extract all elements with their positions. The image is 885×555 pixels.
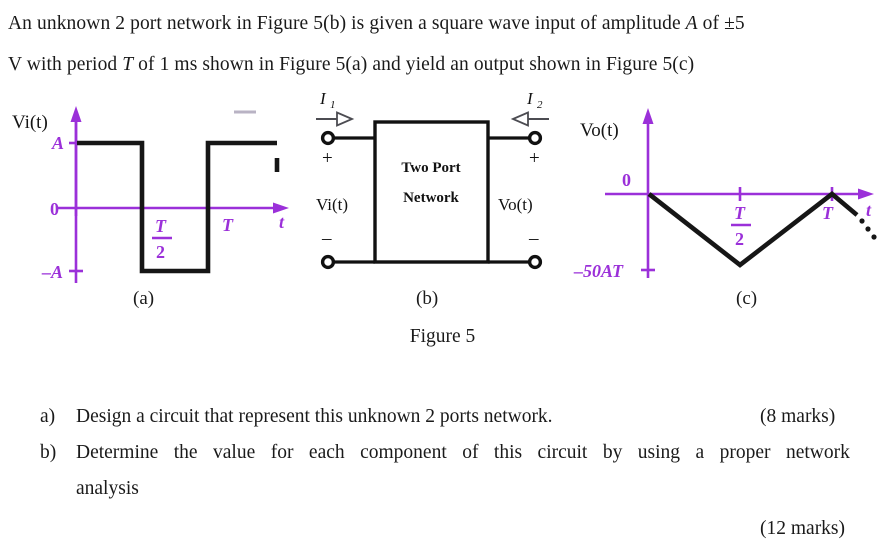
subfigure-caption-b: (b) xyxy=(416,288,439,309)
figure-c-continuation-dot-2 xyxy=(865,226,871,232)
figure-5-caption: Figure 5 xyxy=(409,326,476,347)
two-port-block-line2: Network xyxy=(403,190,459,206)
figure-c-label-T-over-2-denominator: 2 xyxy=(735,229,744,249)
figure-c-label-zero: 0 xyxy=(622,170,631,190)
question-a-marker: a) xyxy=(40,406,56,427)
question-a-marks: (8 marks) xyxy=(760,406,836,427)
figure-c-continuation-dot-3 xyxy=(871,234,877,240)
figure-a-group: Vi(t) A 0 –A T 2 T t xyxy=(12,106,289,283)
input-bottom-terminal xyxy=(320,254,336,270)
figure-b-group: Two Port Network I 1 I 2 + – + – Vi(t) V… xyxy=(316,89,549,270)
figure-c-group: Vo(t) 0 –50AT T 2 T t xyxy=(573,108,877,281)
question-a-text: Design a circuit that represent this unk… xyxy=(76,406,553,427)
figure-a-x-axis-label: t xyxy=(279,212,285,232)
figure-c-triangular-waveform xyxy=(647,191,859,268)
figure-a-label-T: T xyxy=(222,215,234,235)
figure-c-continuation-dot-1 xyxy=(859,218,865,224)
intro-line2-pre: V with period xyxy=(8,54,123,75)
figure-b-input-voltage-label: Vi(t) xyxy=(316,195,348,214)
intro-paragraph-line-2: V with period T of 1 ms shown in Figure … xyxy=(8,55,694,75)
current-i2-subscript: 2 xyxy=(537,99,543,111)
input-minus-sign: – xyxy=(321,228,332,249)
output-plus-sign: + xyxy=(529,148,540,169)
intro-line2-variable-T: T xyxy=(122,54,134,75)
figure-c-x-axis-label: t xyxy=(866,200,872,220)
figure-b-output-voltage-label: Vo(t) xyxy=(498,195,533,214)
output-bottom-terminal xyxy=(527,254,543,270)
figure-a-label-A: A xyxy=(51,133,64,153)
current-i1-label: I xyxy=(319,89,327,108)
trailing-marks-label: (12 marks) xyxy=(760,518,846,539)
figure-c-y-axis-label: Vo(t) xyxy=(580,120,619,141)
figure-c-label-T-over-2-numerator: T xyxy=(734,203,746,223)
figure-a-label-T-over-2-numerator: T xyxy=(155,216,167,236)
intro-line2-post: of 1 ms shown in Figure 5(a) and yield a… xyxy=(133,54,695,75)
figure-c-label-T: T xyxy=(822,203,834,223)
two-port-block-line1: Two Port xyxy=(401,160,460,176)
figure-c-label-minus-50AT: –50AT xyxy=(573,261,624,281)
current-i2-label: I xyxy=(526,89,534,108)
input-top-terminal xyxy=(320,130,336,146)
figure-a-label-T-over-2-denominator: 2 xyxy=(156,242,165,262)
question-b-marker: b) xyxy=(40,442,57,463)
figure-a-square-waveform xyxy=(77,140,277,274)
current-i1-arrowhead xyxy=(336,111,355,127)
question-b-text-line2: analysis xyxy=(76,478,139,499)
figure-a-label-zero: 0 xyxy=(50,199,59,219)
intro-line1-pre: An unknown 2 port network in Figure 5(b)… xyxy=(8,13,686,34)
figure-5-graphics: Vi(t) A 0 –A T 2 T t Two Port Network I … xyxy=(12,89,877,283)
subfigure-caption-c: (c) xyxy=(736,288,758,309)
current-i1-subscript: 1 xyxy=(330,99,336,111)
input-plus-sign: + xyxy=(322,148,333,169)
figure-c-x-axis-arrowhead xyxy=(858,188,874,200)
intro-paragraph-line-1: An unknown 2 port network in Figure 5(b)… xyxy=(8,14,745,34)
output-minus-sign: – xyxy=(528,228,539,249)
two-port-block-rectangle xyxy=(373,120,490,264)
figure-a-label-minus-A: –A xyxy=(41,262,63,282)
current-i2-arrowhead xyxy=(510,111,529,127)
figure-a-y-axis-label: Vi(t) xyxy=(12,112,48,133)
figure-a-x-axis-arrowhead xyxy=(273,202,289,214)
intro-line1-post: of ±5 xyxy=(697,13,745,34)
intro-line1-variable-A: A xyxy=(685,13,698,34)
output-top-terminal xyxy=(527,130,543,146)
subfigure-caption-a: (a) xyxy=(133,288,155,309)
